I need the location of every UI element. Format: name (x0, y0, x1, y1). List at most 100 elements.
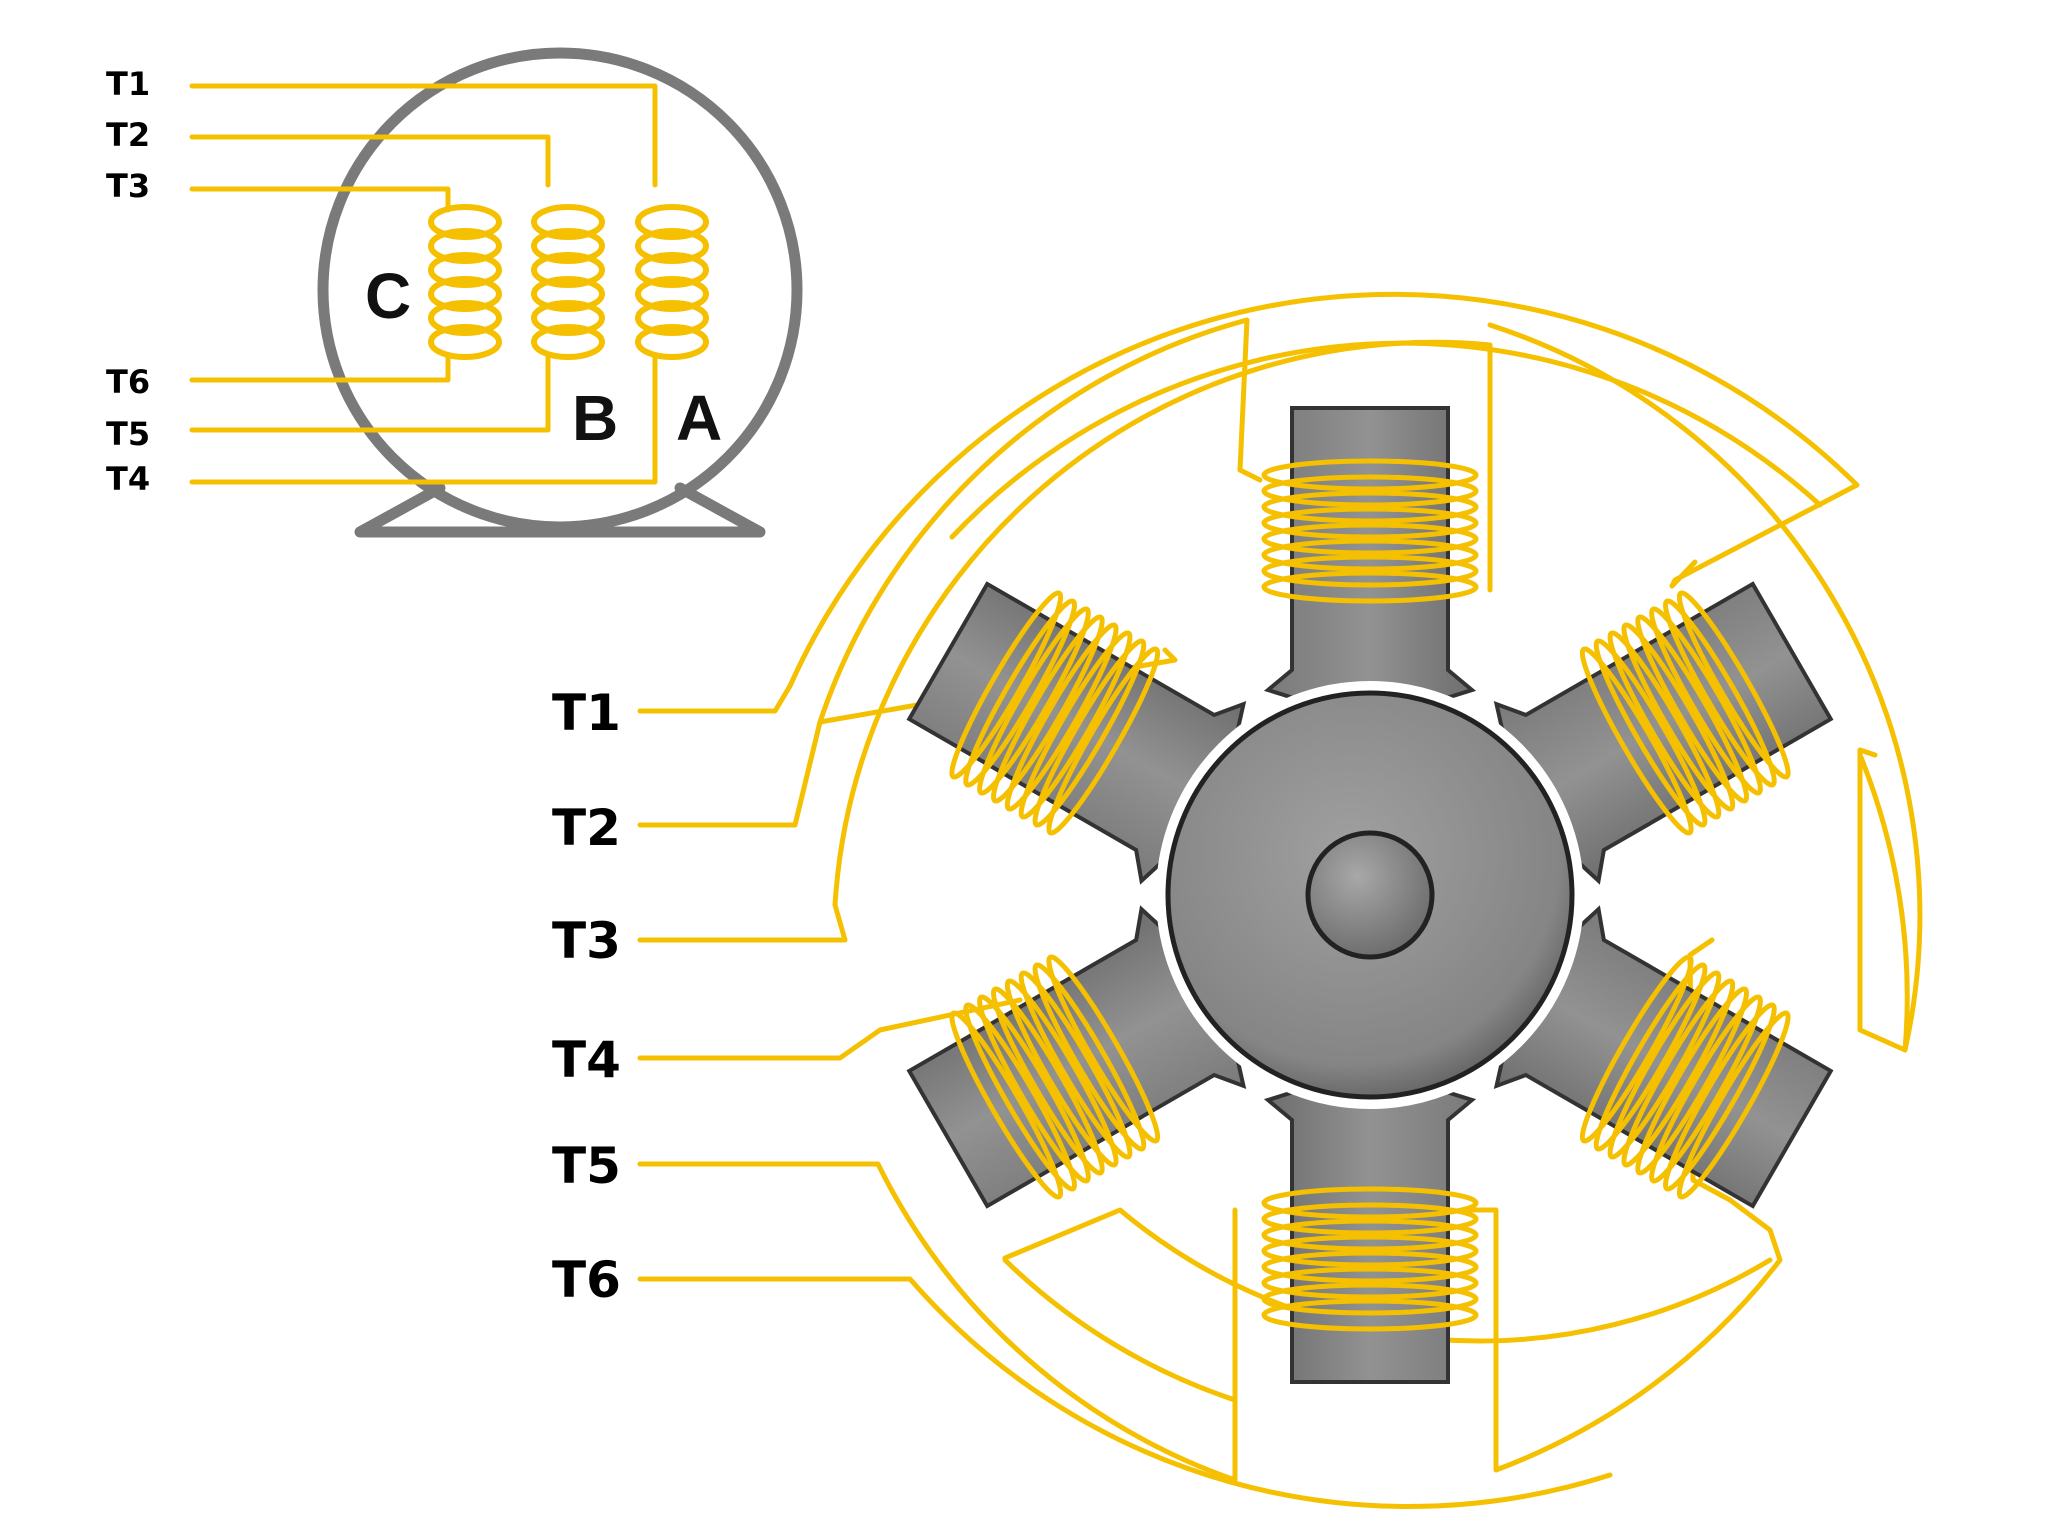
pole-winding-turn (1261, 522, 1479, 556)
stator-wire-t2-arc (817, 317, 1263, 725)
pole-winding-turn (1676, 1010, 1791, 1200)
pole-winding-turn (1261, 1250, 1479, 1284)
pole-winding-turn (1579, 954, 1694, 1144)
pole-winding-turn (1649, 606, 1763, 796)
coil-c (428, 204, 502, 360)
coil-turn (531, 252, 605, 288)
pole-winding-turn (1261, 1298, 1479, 1332)
pole-winding-turn (977, 994, 1091, 1184)
stator-pole-4 (1261, 1087, 1479, 1384)
coil-turn (428, 252, 502, 288)
pole-winding-turn (1261, 1186, 1479, 1220)
coil-turn (531, 204, 605, 240)
pole-winding-turn (1649, 994, 1763, 1184)
coil-turn (635, 276, 709, 312)
coil-b (531, 204, 605, 360)
stator-wire-t1 (637, 291, 1860, 714)
coil-label-b: B (572, 382, 618, 454)
pole-winding-turn (1635, 986, 1750, 1176)
pole-winding-turn (1032, 962, 1147, 1152)
schematic-lead-t1 (189, 83, 658, 188)
pole-winding-turn (990, 986, 1105, 1176)
schematic-terminal-t1: T1 (106, 65, 150, 103)
stator-terminal-t4: T4 (552, 1031, 621, 1089)
stator-wire-t3 (637, 339, 1493, 943)
coil-turn (635, 324, 709, 360)
stator-diagram: T1 T2 T3 T4 T5 T6 (552, 291, 1923, 1509)
coil-turn (635, 204, 709, 240)
stator-terminal-t6: T6 (552, 1251, 621, 1309)
pole-winding-turn (1593, 962, 1708, 1152)
stator-wire-t6-arc (1002, 1257, 1238, 1403)
schematic-coils (428, 204, 709, 360)
pole-winding-turn (1261, 1266, 1479, 1300)
stator-wire-t5-right (1467, 937, 1783, 1473)
motor-base (354, 482, 766, 538)
schematic: T1 T2 T3 T6 T5 T4 C B A (106, 47, 803, 538)
pole-winding-turn (1004, 978, 1119, 1168)
pole-winding-turn (1635, 614, 1750, 804)
pole-winding-turn (1607, 630, 1722, 820)
pole-winding-turn (977, 606, 1091, 796)
pole-winding-turn (1261, 458, 1479, 492)
schematic-terminal-t2: T2 (106, 116, 150, 154)
pole-winding-turn (1607, 970, 1722, 1160)
stator-pole-1 (1261, 406, 1479, 703)
pole-winding-turn (949, 1010, 1064, 1200)
coil-turn (531, 300, 605, 336)
rotor-shaft (1305, 830, 1435, 960)
stator-terminal-t3: T3 (552, 912, 621, 970)
schematic-lead-t6 (189, 352, 451, 383)
coil-turn (531, 228, 605, 264)
coil-label-c: C (365, 260, 411, 332)
coil-turn (428, 276, 502, 312)
coil-label-a: A (676, 382, 722, 454)
pole-winding-turn (1676, 590, 1791, 780)
stator-wiring (637, 291, 1923, 1509)
schematic-lead-t2 (189, 134, 551, 188)
pole-winding-turn (1261, 474, 1479, 508)
pole-winding-turn (1621, 622, 1736, 812)
pole-winding-turn (1579, 646, 1694, 836)
coil-turn (428, 228, 502, 264)
coil-a (635, 204, 709, 360)
coil-turn (635, 300, 709, 336)
pole-winding-turn (990, 614, 1105, 804)
pole-winding-turn (1261, 1234, 1479, 1268)
pole-winding-turn (963, 1002, 1077, 1192)
schematic-terminal-t5: T5 (106, 415, 150, 453)
pole-winding-turn (1261, 1282, 1479, 1316)
pole-winding-turn (1261, 490, 1479, 524)
coil-turn (428, 300, 502, 336)
stator-terminal-t5: T5 (552, 1137, 621, 1195)
pole-winding-turn (1046, 646, 1161, 836)
schematic-lead-t4 (189, 352, 658, 485)
schematic-lead-t3 (189, 186, 451, 213)
pole-winding-turn (1046, 954, 1161, 1144)
pole-winding-turn (1018, 970, 1133, 1160)
pole-winding-turn (1261, 538, 1479, 572)
coil-turn (531, 276, 605, 312)
schematic-terminal-t4: T4 (106, 460, 150, 498)
pole-winding-turn (1261, 1202, 1479, 1236)
coil-turn (635, 228, 709, 264)
pole-winding-turn (1261, 506, 1479, 540)
stator-wire-t3-right (1487, 322, 1923, 1053)
pole-winding-turn (1593, 638, 1708, 828)
stator-wire-t5 (637, 1161, 1238, 1483)
pole-winding-turn (1261, 1218, 1479, 1252)
schematic-terminal-t6: T6 (106, 363, 150, 401)
stator-terminal-t2: T2 (552, 799, 621, 857)
schematic-lead-t5 (189, 352, 551, 433)
pole-winding-turn (949, 590, 1064, 780)
pole-winding-turn (1663, 598, 1777, 788)
pole-winding-turn (1032, 638, 1147, 828)
pole-winding-turn (1663, 1002, 1777, 1192)
pole-winding-turn (1261, 554, 1479, 588)
pole-winding-turn (963, 598, 1077, 788)
coil-turn (428, 324, 502, 360)
stator-terminal-t1: T1 (552, 684, 621, 742)
pole-winding-turn (1621, 978, 1736, 1168)
pole-winding-turn (1261, 570, 1479, 604)
